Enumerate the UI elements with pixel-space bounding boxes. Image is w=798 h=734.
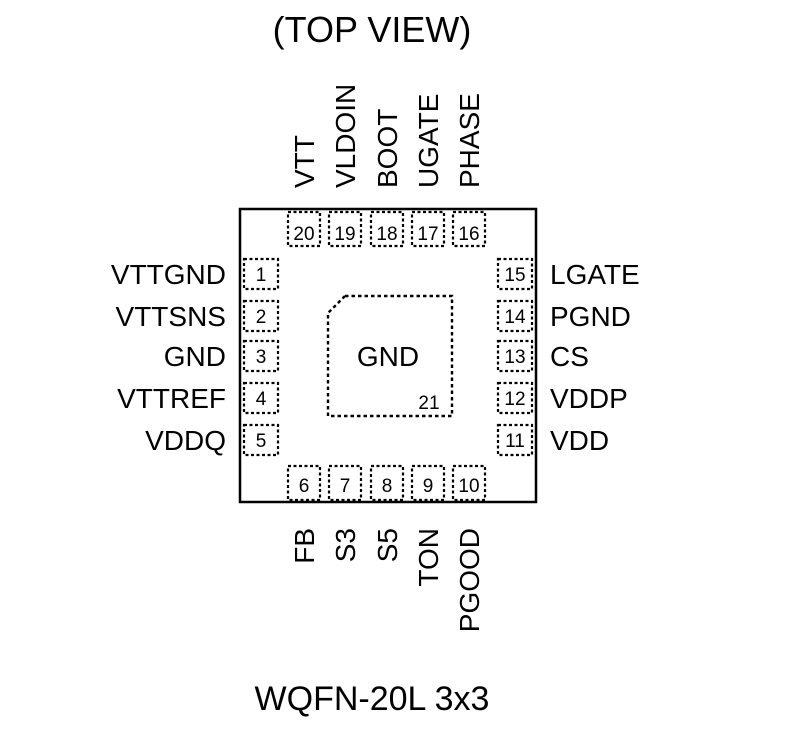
pin-8-label: S5 [372, 528, 403, 562]
pin-6-label: FB [289, 528, 320, 564]
pin-14-number: 14 [504, 307, 526, 328]
pin-13-pad [496, 339, 534, 373]
pin-1-number: 1 [256, 265, 267, 286]
pin-11-label: VDD [550, 425, 609, 456]
pin-19-label: VLDOIN [330, 84, 361, 188]
pin-16-number: 16 [458, 224, 479, 245]
exposed-pad-number: 21 [418, 393, 439, 414]
pin-12-label: VDDP [550, 383, 628, 414]
pin-5-label: VDDQ [145, 425, 226, 456]
pin-10-number: 10 [458, 476, 479, 497]
package-name: WQFN-20L 3x3 [255, 680, 490, 718]
pin-1-label: VTTGND [111, 259, 226, 290]
pin-9-number: 9 [423, 476, 434, 497]
pin-11-pad [496, 423, 534, 457]
pin-7-number: 7 [340, 476, 351, 497]
pin-19-number: 19 [334, 224, 355, 245]
pin-2-number: 2 [256, 307, 267, 328]
pin-15-number: 15 [504, 265, 525, 286]
pin-7-label: S3 [330, 528, 361, 562]
pin-17-label: UGATE [413, 94, 444, 188]
view-title: (TOP VIEW) [273, 9, 472, 50]
pin-15-label: LGATE [550, 259, 640, 290]
pin-12-number: 12 [504, 389, 525, 410]
pin-4-number: 4 [256, 389, 267, 410]
pin-14-label: PGND [550, 301, 631, 332]
exposed-pad-label: GND [357, 341, 419, 372]
pin-2-label: VTTSNS [116, 301, 226, 332]
pin-9-label: TON [413, 528, 444, 587]
pin-16-label: PHASE [454, 93, 485, 188]
pin-3-pad [242, 339, 280, 373]
pin-4-label: VTTREF [117, 383, 226, 414]
pin-18-label: BOOT [372, 109, 403, 188]
pin-20-number: 20 [293, 224, 314, 245]
pin-10-label: PGOOD [454, 528, 485, 632]
pin-2-pad [242, 299, 280, 333]
pin-11-number: 11 [505, 431, 525, 452]
pin-13-number: 13 [504, 347, 525, 368]
pin-8-number: 8 [382, 476, 393, 497]
pin-15-pad [496, 257, 534, 291]
pin-3-label: GND [164, 341, 226, 372]
pin-4-pad [242, 381, 280, 415]
pin-1-pad [242, 257, 280, 291]
pin-17-number: 17 [417, 224, 438, 245]
exposed-pad [326, 294, 454, 418]
package-body [238, 207, 538, 504]
pin-20-label: VTT [289, 135, 320, 188]
pin-5-pad [242, 423, 280, 457]
pin-12-pad [496, 381, 534, 415]
pin-3-number: 3 [256, 347, 267, 368]
pin-14-pad [496, 299, 534, 333]
pin-13-label: CS [550, 341, 589, 372]
pin-6-number: 6 [299, 476, 310, 497]
pin-5-number: 5 [256, 431, 267, 452]
pin-18-number: 18 [376, 224, 397, 245]
